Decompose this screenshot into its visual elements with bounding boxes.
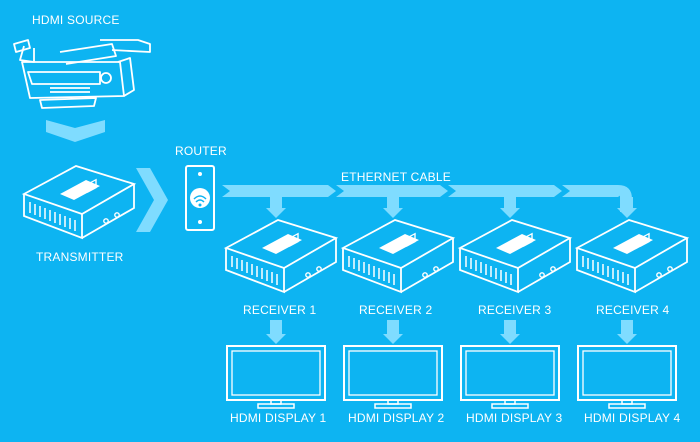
ethernet-cable-segment-3 (448, 185, 562, 197)
output-arrow-2 (383, 320, 403, 344)
video-camera-icon (13, 39, 151, 109)
arrow-down-icon (46, 120, 105, 142)
monitor-icon-3 (460, 345, 560, 409)
ethernet-cable-segment-4 (562, 185, 626, 197)
receiver-box-icon-1 (225, 219, 337, 293)
drop-arrow-3 (500, 197, 520, 218)
receiver-label-1: RECEIVER 1 (243, 303, 317, 317)
monitor-icon-1 (226, 345, 326, 409)
display-label-1: HDMI DISPLAY 1 (230, 411, 327, 425)
output-arrow-3 (500, 320, 520, 344)
drop-arrow-1 (266, 197, 286, 218)
monitor-icon-4 (577, 345, 677, 409)
receiver-box-icon-3 (459, 219, 571, 293)
router-icon (185, 165, 215, 231)
display-label-3: HDMI DISPLAY 3 (466, 411, 563, 425)
receiver-box-icon-4 (576, 219, 688, 293)
transmitter-label: TRANSMITTER (36, 250, 124, 264)
receiver-box-icon-2 (342, 219, 454, 293)
receiver-label-4: RECEIVER 4 (596, 303, 670, 317)
receiver-label-3: RECEIVER 3 (478, 303, 552, 317)
source-label: HDMI SOURCE (32, 13, 120, 27)
display-label-2: HDMI DISPLAY 2 (348, 411, 445, 425)
cable-label: ETHERNET CABLE (341, 170, 451, 184)
receiver-label-2: RECEIVER 2 (359, 303, 433, 317)
output-arrow-1 (266, 320, 286, 344)
drop-arrow-2 (383, 197, 403, 218)
display-label-4: HDMI DISPLAY 4 (584, 411, 681, 425)
drop-arrow-4 (617, 197, 637, 218)
router-label: ROUTER (175, 144, 227, 158)
transmitter-box-icon (23, 165, 135, 239)
arrow-right-icon (136, 168, 168, 232)
ethernet-cable-segment-2 (336, 185, 448, 197)
output-arrow-4 (617, 320, 637, 344)
ethernet-cable-segment-1 (222, 185, 336, 197)
monitor-icon-2 (343, 345, 443, 409)
